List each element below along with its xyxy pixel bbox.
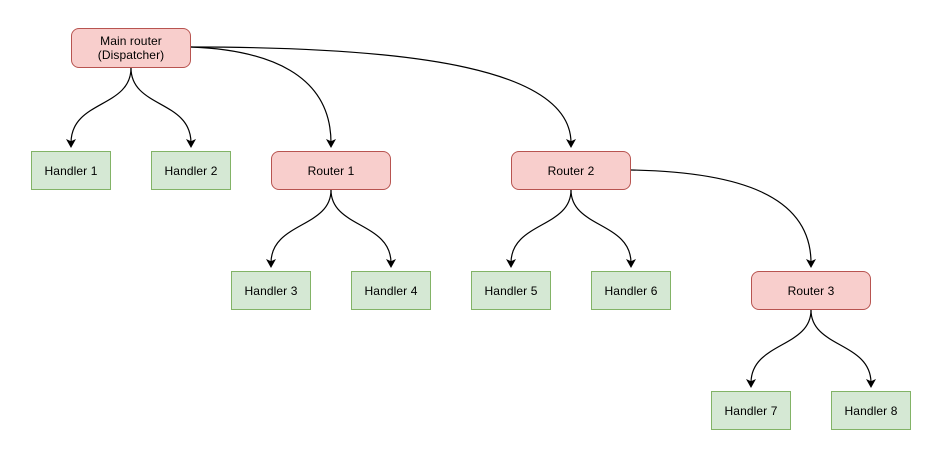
node-label-main-router: Main router (Dispatcher) (97, 34, 165, 62)
node-handler-2[interactable]: Handler 2 (151, 151, 231, 190)
node-label-handler-4: Handler 4 (364, 283, 418, 298)
node-handler-4[interactable]: Handler 4 (351, 271, 431, 310)
edge-router-2-to-router-3 (630, 169, 816, 268)
node-handler-1[interactable]: Handler 1 (31, 151, 111, 190)
node-label-handler-2: Handler 2 (164, 163, 218, 178)
edge-router-3-to-handler-7 (746, 309, 812, 388)
edge-router-2-to-handler-6 (570, 189, 636, 268)
node-label-handler-3: Handler 3 (244, 283, 298, 298)
node-handler-3[interactable]: Handler 3 (231, 271, 311, 310)
node-handler-8[interactable]: Handler 8 (831, 391, 911, 430)
edge-router-2-to-handler-5 (506, 189, 572, 268)
edge-main-to-handler-1 (66, 67, 132, 148)
edge-main-to-handler-2 (130, 67, 196, 148)
node-label-router-3: Router 3 (787, 283, 835, 298)
node-handler-7[interactable]: Handler 7 (711, 391, 791, 430)
node-label-handler-8: Handler 8 (844, 403, 898, 418)
node-main-router[interactable]: Main router (Dispatcher) (71, 28, 191, 68)
node-router-1[interactable]: Router 1 (271, 151, 391, 190)
edge-group (66, 46, 876, 388)
node-handler-5[interactable]: Handler 5 (471, 271, 551, 310)
node-router-2[interactable]: Router 2 (511, 151, 631, 190)
node-router-3[interactable]: Router 3 (751, 271, 871, 310)
edge-main-to-router-2 (190, 46, 576, 148)
node-label-handler-5: Handler 5 (484, 283, 538, 298)
edge-main-to-router-1 (190, 46, 336, 148)
edge-router-3-to-handler-8 (810, 309, 876, 388)
node-label-router-1: Router 1 (307, 163, 355, 178)
node-label-router-2: Router 2 (547, 163, 595, 178)
node-label-handler-7: Handler 7 (724, 403, 778, 418)
node-label-handler-6: Handler 6 (604, 283, 658, 298)
edge-router-1-to-handler-4 (330, 189, 396, 268)
edge-router-1-to-handler-3 (266, 189, 332, 268)
node-label-handler-1: Handler 1 (44, 163, 98, 178)
node-handler-6[interactable]: Handler 6 (591, 271, 671, 310)
